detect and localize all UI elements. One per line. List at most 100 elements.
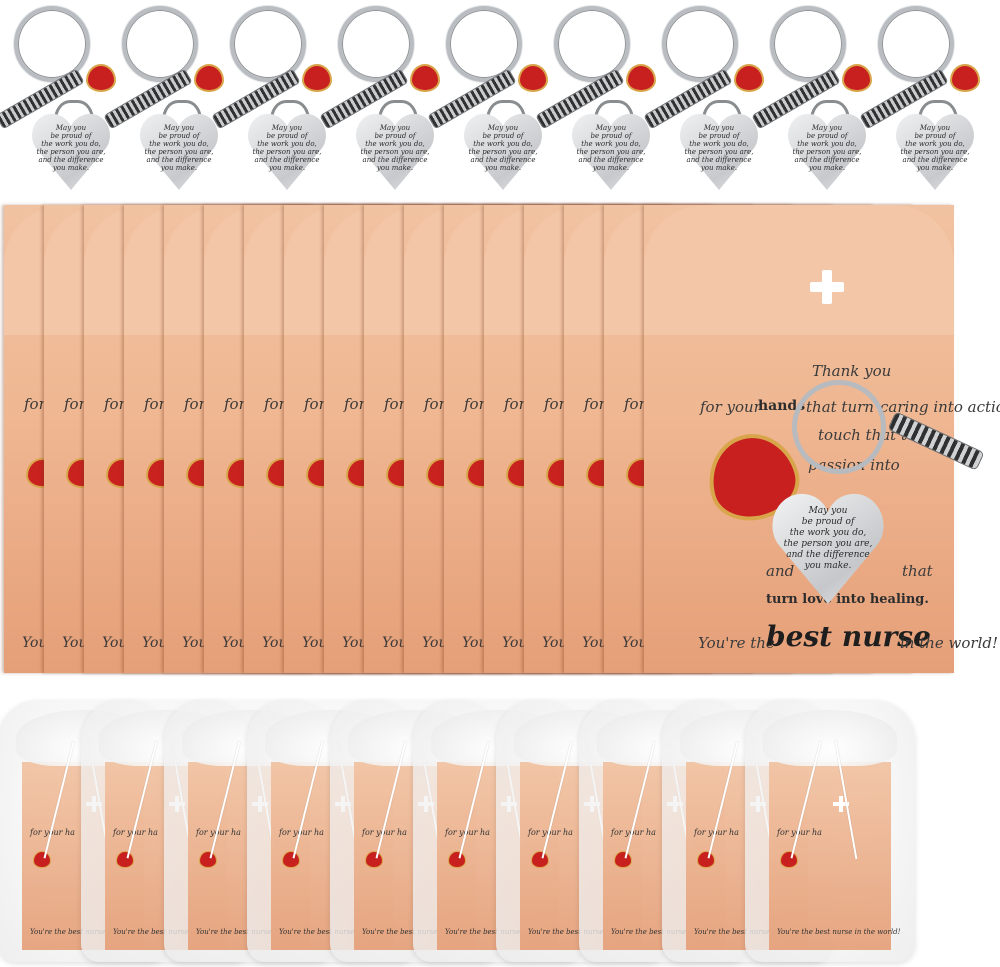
heart-charm-icon: [196, 66, 222, 90]
heart-tag-text: May you be proud of the work you do, the…: [780, 506, 876, 572]
tag-line: the work you do,: [365, 140, 425, 148]
tag-line: be proud of: [266, 132, 308, 140]
card-edge-footer: You': [302, 635, 332, 651]
keyring-icon: [792, 380, 886, 474]
heart-icon: [117, 852, 133, 867]
tag-line: the person you are,: [684, 148, 754, 156]
card-edge-footer: You': [382, 635, 412, 651]
bag-card-text: for your ha: [30, 828, 75, 837]
card-footer-lead: You're the: [698, 634, 775, 652]
tag-line: the work you do,: [797, 140, 857, 148]
card-line-2-lead: for your: [700, 398, 761, 416]
card-line-2-end: caring into action,: [880, 398, 1000, 416]
tag-line: the person you are,: [468, 148, 538, 156]
tag-line: be proud of: [806, 132, 848, 140]
tag-line: the work you do,: [789, 528, 867, 538]
tag-line: you make.: [160, 164, 198, 172]
keyring-icon: [122, 6, 198, 82]
card-edge-footer: You': [22, 635, 52, 651]
keyring-icon: [446, 6, 522, 82]
keyring-icon: [662, 6, 738, 82]
card-edge-footer: You': [462, 635, 492, 651]
keyring-icon: [878, 6, 954, 82]
tag-line: May you: [703, 124, 735, 132]
heart-charm-icon: [520, 66, 546, 90]
tag-line: the work you do,: [689, 140, 749, 148]
heart-icon: [366, 852, 382, 867]
card-line-2-mid: hands: [758, 398, 806, 414]
tag-line: you make.: [804, 561, 852, 571]
tag-line: the person you are,: [252, 148, 322, 156]
heart-charm-icon: [844, 66, 870, 90]
tag-line: the work you do,: [149, 140, 209, 148]
tag-line: be proud of: [914, 132, 956, 140]
tag-line: May you: [55, 124, 87, 132]
medical-cross-icon: [810, 270, 844, 304]
card-top-flap: [644, 205, 954, 335]
bag-card-text: for your ha: [196, 828, 241, 837]
bag-card-text: for your ha: [694, 828, 739, 837]
tag-line: you make.: [268, 164, 306, 172]
tag-line: be proud of: [801, 517, 855, 527]
bag-card-text: for your ha: [113, 828, 158, 837]
card-footer-best: best nurse: [766, 620, 931, 653]
tag-line: the work you do,: [41, 140, 101, 148]
medical-cross-icon: [833, 796, 849, 812]
card-edge-footer: You': [582, 635, 612, 651]
bag-card-text: for your ha: [279, 828, 324, 837]
card-edge-footer: You': [342, 635, 372, 651]
tag-line: and the difference: [786, 550, 870, 560]
tag-line: May you: [919, 124, 951, 132]
tag-line: and the difference: [686, 156, 752, 164]
tag-line: May you: [595, 124, 627, 132]
keyring-icon: [554, 6, 630, 82]
tag-line: and the difference: [578, 156, 644, 164]
heart-charm-icon: [412, 66, 438, 90]
bag-card-text: for your ha: [445, 828, 490, 837]
card-edge-footer: You': [182, 635, 212, 651]
keyring-icon: [14, 6, 90, 82]
tag-line: May you: [487, 124, 519, 132]
tag-line: be proud of: [590, 132, 632, 140]
tag-line: you make.: [808, 164, 846, 172]
heart-icon: [283, 852, 299, 867]
card-edge-footer: You': [262, 635, 292, 651]
heart-charm-icon: [952, 66, 978, 90]
tag-line: May you: [808, 506, 848, 516]
tag-line: the person you are,: [36, 148, 106, 156]
tag-line: the work you do,: [905, 140, 965, 148]
tag-line: be proud of: [50, 132, 92, 140]
heart-icon: [200, 852, 216, 867]
card-edge-footer: You': [622, 635, 652, 651]
tag-line: you make.: [484, 164, 522, 172]
tag-line: May you: [271, 124, 303, 132]
card-edge-footer: You': [102, 635, 132, 651]
tag-line: May you: [379, 124, 411, 132]
card-title: Thank you: [812, 362, 892, 380]
tag-line: be proud of: [158, 132, 200, 140]
heart-icon: [532, 852, 548, 867]
keyring-icon: [338, 6, 414, 82]
card-edge-footer: You': [142, 635, 172, 651]
tag-line: and the difference: [362, 156, 428, 164]
card-line-6: turn love into healing.: [766, 592, 929, 607]
card-edge-footer: You': [542, 635, 572, 651]
tag-line: be proud of: [482, 132, 524, 140]
card-edge-footer: You': [422, 635, 452, 651]
